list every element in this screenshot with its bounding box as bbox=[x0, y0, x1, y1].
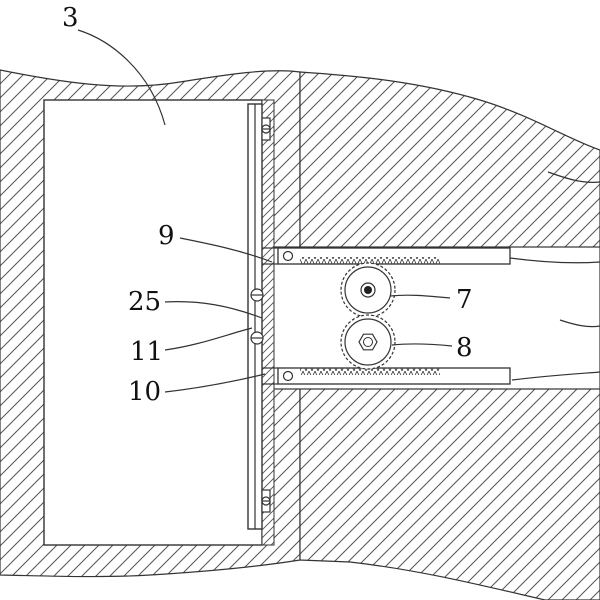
leader-11 bbox=[164, 327, 253, 351]
leader-right-3 bbox=[559, 319, 600, 328]
leader-25 bbox=[164, 301, 263, 319]
label-11: 11 bbox=[130, 337, 163, 367]
label-9: 9 bbox=[158, 221, 175, 251]
gear-8 bbox=[340, 314, 396, 370]
label-7: 7 bbox=[456, 285, 473, 315]
upper-rack bbox=[262, 247, 511, 265]
leader-right-4 bbox=[511, 371, 600, 381]
gear-7 bbox=[340, 262, 396, 318]
lower-rack bbox=[262, 367, 511, 385]
leader-7 bbox=[389, 294, 451, 299]
leader-right-1 bbox=[547, 171, 600, 183]
label-8: 8 bbox=[456, 333, 473, 363]
hinge-bottom bbox=[261, 489, 271, 513]
leader-3 bbox=[77, 29, 166, 126]
leader-9 bbox=[179, 237, 273, 263]
cavity-3 bbox=[43, 99, 263, 546]
leader-10 bbox=[164, 373, 266, 393]
gear-channel bbox=[267, 246, 600, 390]
label-10: 10 bbox=[128, 377, 161, 407]
label-25: 25 bbox=[128, 287, 161, 317]
leader-8 bbox=[391, 343, 453, 347]
partition-strip bbox=[261, 99, 275, 546]
label-3: 3 bbox=[62, 3, 79, 33]
leader-right-2 bbox=[509, 257, 600, 264]
hinge-top bbox=[261, 117, 271, 141]
